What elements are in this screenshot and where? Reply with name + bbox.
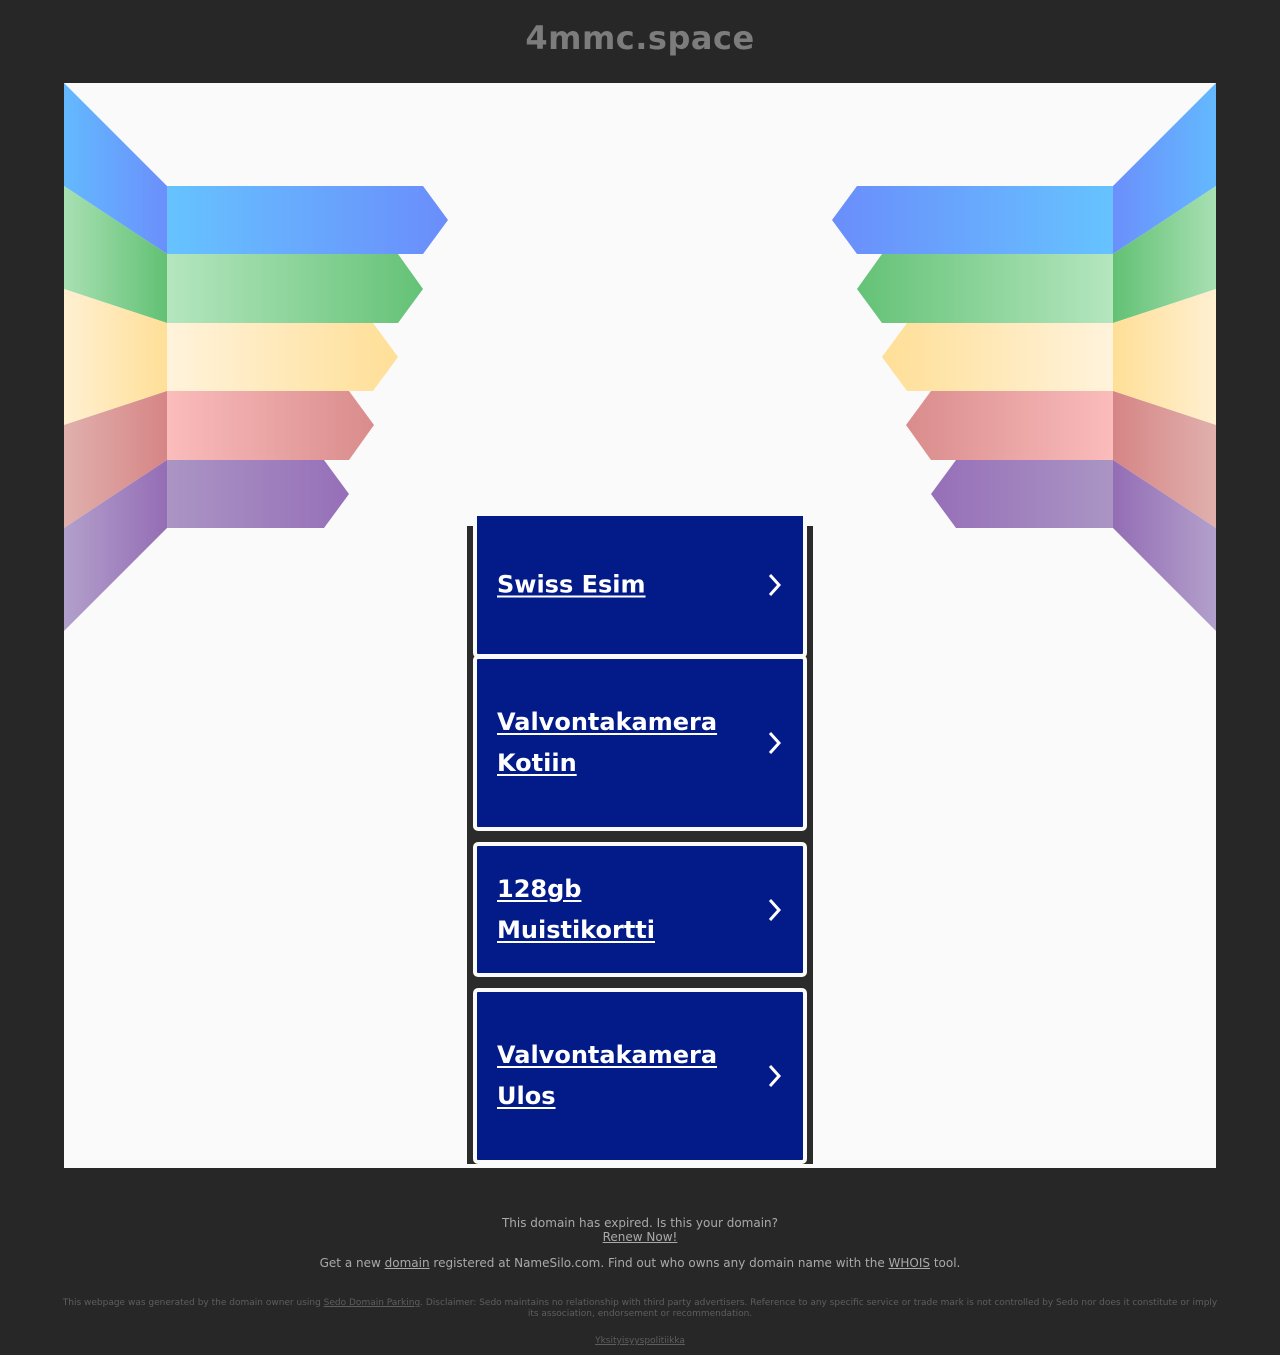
- domain-title: 4mmc.space: [525, 19, 755, 57]
- left-wing-red: [64, 391, 167, 528]
- related-link-swiss-esim[interactable]: Swiss Esim: [473, 512, 807, 658]
- left-wing-blue: [64, 83, 167, 254]
- content-area: Swiss Esim Valvontakamera Kotiin 128gb M…: [64, 83, 1216, 1168]
- expired-notice: This domain has expired. Is this your do…: [0, 1216, 1280, 1244]
- whois-link[interactable]: WHOIS: [888, 1256, 931, 1270]
- related-links-panel: Swiss Esim Valvontakamera Kotiin 128gb M…: [467, 512, 813, 1164]
- left-wing-purple: [64, 460, 167, 631]
- chevron-right-icon: [768, 1064, 782, 1088]
- left-arrow-purple: [167, 460, 349, 528]
- related-link-valvontakamera-ulos[interactable]: Valvontakamera Ulos: [473, 988, 807, 1164]
- namesilo-prefix: Get a new: [319, 1256, 385, 1270]
- right-arrow-blue: [832, 186, 1113, 254]
- domain-link[interactable]: domain: [384, 1256, 430, 1270]
- right-arrow-purple: [931, 460, 1113, 528]
- right-arrow-green: [857, 254, 1113, 323]
- right-wing-red: [1113, 391, 1216, 528]
- right-arrow-red: [906, 391, 1113, 460]
- namesilo-suffix: tool.: [930, 1256, 961, 1270]
- disclaimer-suffix: . Disclaimer: Sedo maintains no relation…: [420, 1298, 1218, 1319]
- chevron-right-icon: [768, 573, 782, 597]
- namesilo-middle: registered at NameSilo.com. Find out who…: [429, 1256, 889, 1270]
- decorative-ribbons-graphic: [64, 83, 1216, 631]
- disclaimer: This webpage was generated by the domain…: [60, 1298, 1220, 1320]
- related-link-128gb-muistikortti[interactable]: 128gb Muistikortti: [473, 842, 807, 977]
- expired-text: This domain has expired. Is this your do…: [501, 1216, 779, 1230]
- right-arrow-yellow: [882, 323, 1113, 391]
- right-wing-green: [1113, 186, 1216, 323]
- header: 4mmc.space: [0, 0, 1280, 83]
- related-link-label: Swiss Esim: [497, 570, 646, 599]
- privacy-policy: Yksityisyyspolitiikka: [0, 1336, 1280, 1346]
- chevron-right-icon: [768, 898, 782, 921]
- left-wing-yellow: [64, 289, 167, 425]
- related-link-label: 128gb Muistikortti: [497, 874, 655, 944]
- privacy-policy-link[interactable]: Yksityisyyspolitiikka: [595, 1336, 685, 1346]
- footer: This domain has expired. Is this your do…: [0, 1168, 1280, 1346]
- renew-now-link[interactable]: Renew Now!: [602, 1230, 678, 1244]
- left-arrow-yellow: [167, 323, 398, 391]
- left-arrow-blue: [167, 186, 448, 254]
- left-wing-green: [64, 186, 167, 323]
- left-arrow-green: [167, 254, 423, 323]
- right-wing-purple: [1113, 460, 1216, 631]
- related-link-label: Valvontakamera Kotiin: [497, 708, 718, 777]
- right-wing-blue: [1113, 83, 1216, 254]
- disclaimer-prefix: This webpage was generated by the domain…: [62, 1298, 324, 1308]
- left-arrow-red: [167, 391, 374, 460]
- related-link-label: Valvontakamera Ulos: [497, 1041, 718, 1110]
- related-link-valvontakamera-kotiin[interactable]: Valvontakamera Kotiin: [473, 655, 807, 831]
- sedo-domain-parking-link[interactable]: Sedo Domain Parking: [323, 1298, 421, 1308]
- right-wing-yellow: [1113, 289, 1216, 425]
- chevron-right-icon: [768, 731, 782, 755]
- namesilo-notice: Get a new domain registered at NameSilo.…: [0, 1256, 1280, 1270]
